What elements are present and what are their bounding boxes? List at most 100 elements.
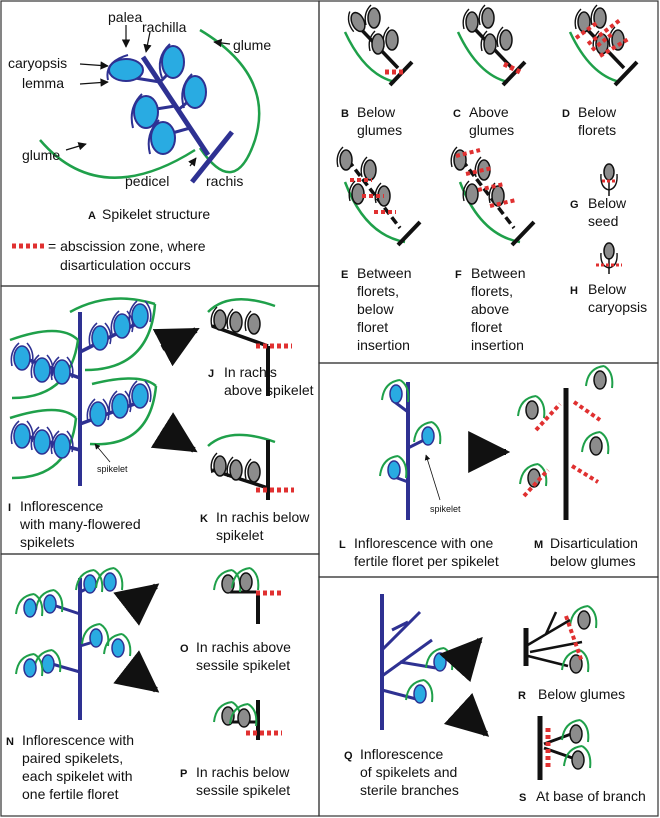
legend-line-1: = abscission zone, where bbox=[48, 238, 206, 254]
panel-p-letter: P bbox=[180, 768, 187, 780]
panel-q-letter: Q bbox=[344, 750, 353, 762]
panel-f-line-1: Between bbox=[471, 265, 525, 281]
panel-k-line-1: In rachis below bbox=[216, 509, 310, 525]
panel-c: C Above glumes bbox=[453, 4, 527, 138]
panel-l: spikelet L Inflorescence with one fertil… bbox=[339, 379, 499, 569]
panel-l-line-1: Inflorescence with one bbox=[354, 535, 494, 551]
arrow-to-p bbox=[113, 650, 160, 693]
panel-f-line-3: above bbox=[471, 301, 509, 317]
panel-n-line-4: one fertile floret bbox=[22, 786, 119, 802]
panel-m: M Disarticulation below glumes bbox=[517, 365, 638, 569]
floret-blue bbox=[147, 119, 176, 155]
panel-m-line-1: Disarticulation bbox=[550, 535, 638, 551]
spikelet-diagram bbox=[39, 28, 261, 184]
panel-c-letter: C bbox=[453, 108, 461, 120]
panel-h-line-2: caryopsis bbox=[588, 299, 647, 315]
panel-i-spikelet-pointer: spikelet bbox=[97, 464, 128, 474]
rachilla-axis bbox=[140, 55, 211, 157]
floret-blue bbox=[106, 54, 144, 82]
panel-a-letter: A bbox=[88, 210, 96, 222]
glume-bottom-label: glume bbox=[22, 147, 60, 163]
panel-d-line-2: florets bbox=[578, 122, 616, 138]
panel-e: E Between florets, below floret insertio… bbox=[336, 146, 422, 353]
panel-i-line-3: spikelets bbox=[20, 534, 74, 550]
panel-h: H Below caryopsis bbox=[570, 242, 647, 315]
panel-n-line-2: paired spikelets, bbox=[22, 750, 123, 766]
floret-blue bbox=[130, 93, 159, 129]
panel-i-letter: I bbox=[8, 502, 11, 514]
caryopsis-label: caryopsis bbox=[8, 55, 67, 71]
panel-l-letter: L bbox=[339, 539, 346, 551]
panel-l-spikelet-pointer: spikelet bbox=[430, 504, 461, 514]
panel-i-line-2: with many-flowered bbox=[19, 516, 141, 532]
panel-d-letter: D bbox=[562, 108, 570, 120]
rachis-shape bbox=[190, 130, 234, 184]
panel-p: P In rachis below sessile spikelet bbox=[180, 700, 290, 798]
panel-s: S At base of branch bbox=[519, 716, 646, 804]
panel-q-line-2: of spikelets and bbox=[360, 764, 457, 780]
panel-r-line-1: Below glumes bbox=[538, 686, 625, 702]
panel-o-line-1: In rachis above bbox=[196, 639, 291, 655]
label-arrows bbox=[65, 25, 231, 167]
panel-m-letter: M bbox=[534, 539, 543, 551]
panel-p-line-1: In rachis below bbox=[196, 764, 290, 780]
panel-i-line-1: Inflorescence bbox=[20, 498, 103, 514]
panel-c-line-1: Above bbox=[469, 104, 509, 120]
palea-label: palea bbox=[108, 9, 142, 25]
panel-o-letter: O bbox=[180, 643, 189, 655]
panel-j-line-2: above spikelet bbox=[224, 382, 314, 398]
panel-o: O In rachis above sessile spikelet bbox=[180, 567, 291, 673]
panel-p-line-2: sessile spikelet bbox=[196, 782, 290, 798]
panel-b-line-1: Below bbox=[357, 104, 396, 120]
panel-d: D Below florets bbox=[562, 4, 639, 138]
panel-s-line-1: At base of branch bbox=[536, 788, 646, 804]
panel-k-line-2: spikelet bbox=[216, 527, 264, 543]
arrow-to-j bbox=[152, 327, 200, 367]
panel-l-line-2: fertile floret per spikelet bbox=[354, 553, 499, 569]
arrow-to-s bbox=[443, 692, 490, 737]
pedicel-label: pedicel bbox=[125, 173, 169, 189]
panel-h-line-1: Below bbox=[588, 281, 627, 297]
panel-q: Q Inflorescence of spikelets and sterile… bbox=[344, 594, 459, 798]
panel-a-title: Spikelet structure bbox=[102, 206, 210, 222]
panel-e-line-5: insertion bbox=[357, 337, 410, 353]
panel-s-letter: S bbox=[519, 792, 526, 804]
panel-f-letter: F bbox=[455, 269, 462, 281]
panel-g: G Below seed bbox=[570, 163, 627, 229]
floret-blue bbox=[181, 73, 207, 109]
arrow-to-k bbox=[150, 412, 198, 453]
panel-f-line-4: floret bbox=[471, 319, 502, 335]
panel-r: R Below glumes bbox=[518, 605, 625, 702]
panel-k-letter: K bbox=[200, 513, 208, 525]
panel-f: F Between florets, above floret insertio… bbox=[450, 146, 536, 353]
panel-f-line-2: florets, bbox=[471, 283, 513, 299]
panel-n-line-3: each spikelet with bbox=[22, 768, 133, 784]
panel-n: N Inflorescence with paired spikelets, e… bbox=[6, 567, 134, 802]
panel-o-line-2: sessile spikelet bbox=[196, 657, 290, 673]
legend-line-2: disarticulation occurs bbox=[60, 257, 191, 273]
lower-glume-shape bbox=[39, 139, 196, 179]
arrow-to-o bbox=[113, 583, 160, 626]
panel-j-letter: J bbox=[208, 368, 214, 380]
panel-n-letter: N bbox=[6, 736, 14, 748]
upper-glume-shape bbox=[198, 28, 261, 174]
panel-c-line-2: glumes bbox=[469, 122, 514, 138]
panel-a: palea rachilla glume caryopsis lemma glu… bbox=[8, 9, 271, 273]
panel-q-line-1: Inflorescence bbox=[360, 746, 443, 762]
panel-q-s-border bbox=[318, 576, 659, 817]
panel-j: J In rachis above spikelet bbox=[207, 298, 314, 398]
lemma-label: lemma bbox=[22, 75, 64, 91]
panel-r-letter: R bbox=[518, 690, 526, 702]
panel-g-line-2: seed bbox=[588, 213, 618, 229]
floret-blue bbox=[158, 43, 185, 79]
panel-f-line-5: insertion bbox=[471, 337, 524, 353]
panel-e-line-4: floret bbox=[357, 319, 388, 335]
glume-top-label: glume bbox=[233, 37, 271, 53]
panel-n-line-1: Inflorescence with bbox=[22, 732, 134, 748]
arrow-to-r bbox=[439, 636, 483, 683]
panel-g-letter: G bbox=[570, 199, 579, 211]
panel-b-letter: B bbox=[341, 108, 349, 120]
panel-d-line-1: Below bbox=[578, 104, 617, 120]
